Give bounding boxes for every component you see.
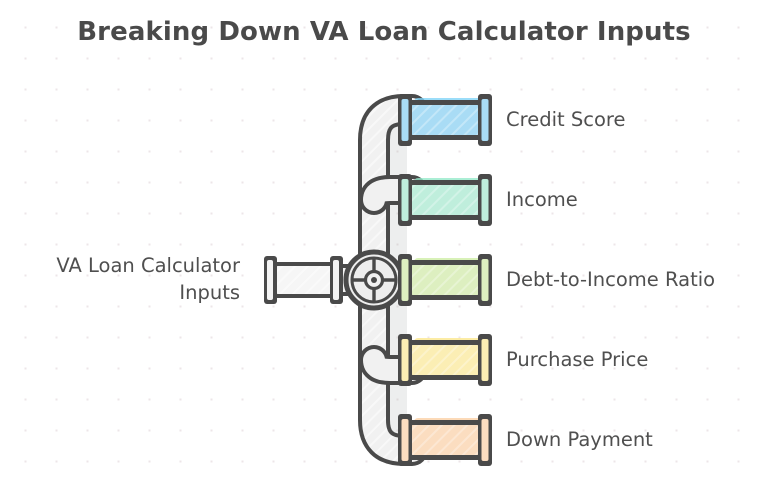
branch-pipe-1[interactable] xyxy=(398,174,492,226)
source-label-line2: Inputs xyxy=(179,281,240,304)
branch-pipe-collar-left-inner xyxy=(401,259,409,301)
source-pipe xyxy=(264,256,343,304)
branch-pipe-hatch xyxy=(411,265,479,295)
source-label-line1: VA Loan Calculator xyxy=(56,254,240,277)
branch-label-1: Income xyxy=(506,188,578,211)
branch-pipe-collar-right-inner xyxy=(481,419,489,461)
branch-pipe-2[interactable] xyxy=(398,254,492,306)
branch-label-0: Credit Score xyxy=(506,108,626,131)
source-label: VA Loan Calculator Inputs xyxy=(12,252,240,306)
branch-label-4: Down Payment xyxy=(506,428,653,451)
branch-pipe-collar-left-inner xyxy=(401,419,409,461)
branch-pipe-collar-right-inner xyxy=(481,259,489,301)
branch-pipe-hatch xyxy=(411,345,479,375)
branch-pipe-hatch xyxy=(411,105,479,135)
branch-pipe-hatch xyxy=(411,185,479,215)
branch-pipe-3[interactable] xyxy=(398,334,492,386)
branch-pipes xyxy=(398,94,492,466)
branch-pipe-hatch xyxy=(411,425,479,455)
branch-pipe-collar-left-inner xyxy=(401,339,409,381)
branch-label-3: Purchase Price xyxy=(506,348,649,371)
branch-pipe-collar-right-inner xyxy=(481,99,489,141)
branch-pipe-collar-left-inner xyxy=(401,99,409,141)
valve-wheel-icon[interactable] xyxy=(343,249,405,311)
branch-label-2: Debt-to-Income Ratio xyxy=(506,268,716,291)
branch-pipe-collar-left-inner xyxy=(401,179,409,221)
branch-pipe-collar-right-inner xyxy=(481,179,489,221)
branch-pipe-4[interactable] xyxy=(398,414,492,466)
branch-pipe-collar-right-inner xyxy=(481,339,489,381)
branch-pipe-0[interactable] xyxy=(398,94,492,146)
page-title: Breaking Down VA Loan Calculator Inputs xyxy=(77,17,691,47)
